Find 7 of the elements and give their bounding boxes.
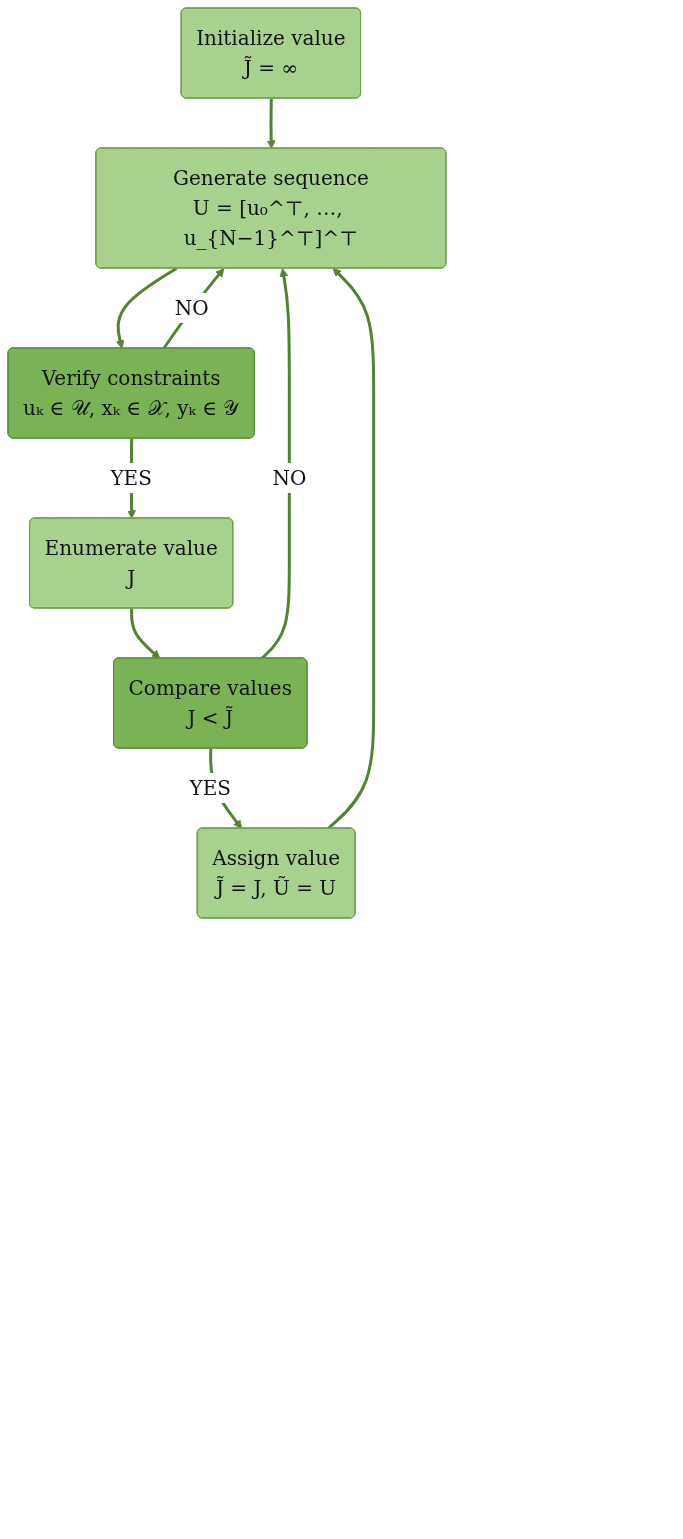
arrow bbox=[266, 98, 276, 149]
edge-label: YES bbox=[110, 465, 152, 490]
edge-label: NO bbox=[272, 465, 307, 490]
arrow bbox=[130, 608, 161, 659]
arrow bbox=[115, 267, 178, 349]
edge-label: NO bbox=[174, 296, 209, 320]
edge-label: YES bbox=[189, 775, 232, 800]
